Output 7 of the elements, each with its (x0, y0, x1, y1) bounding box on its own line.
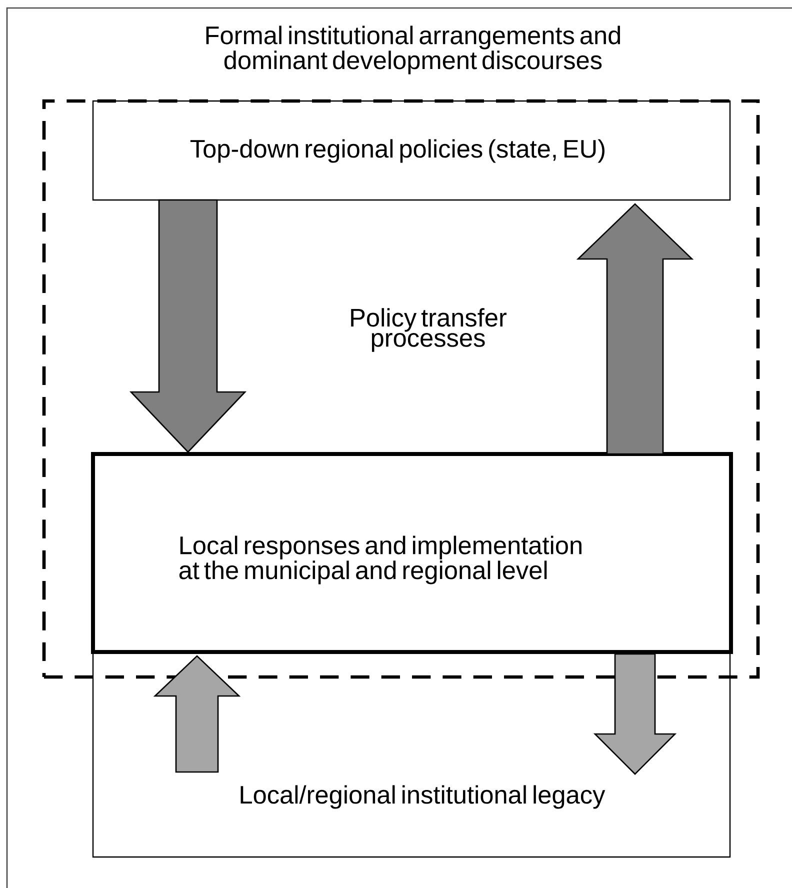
block-arrow (593, 653, 677, 775)
response-box: Local responses and implementation at the municipal and regional level (91, 452, 733, 654)
policy-box: Top-down regional policies (state, EU) (92, 100, 731, 201)
block-arrow (153, 655, 241, 773)
block-arrow (129, 199, 247, 453)
block-arrow (576, 203, 694, 455)
legacy-box: Local/regional institutional legacy (92, 651, 731, 858)
